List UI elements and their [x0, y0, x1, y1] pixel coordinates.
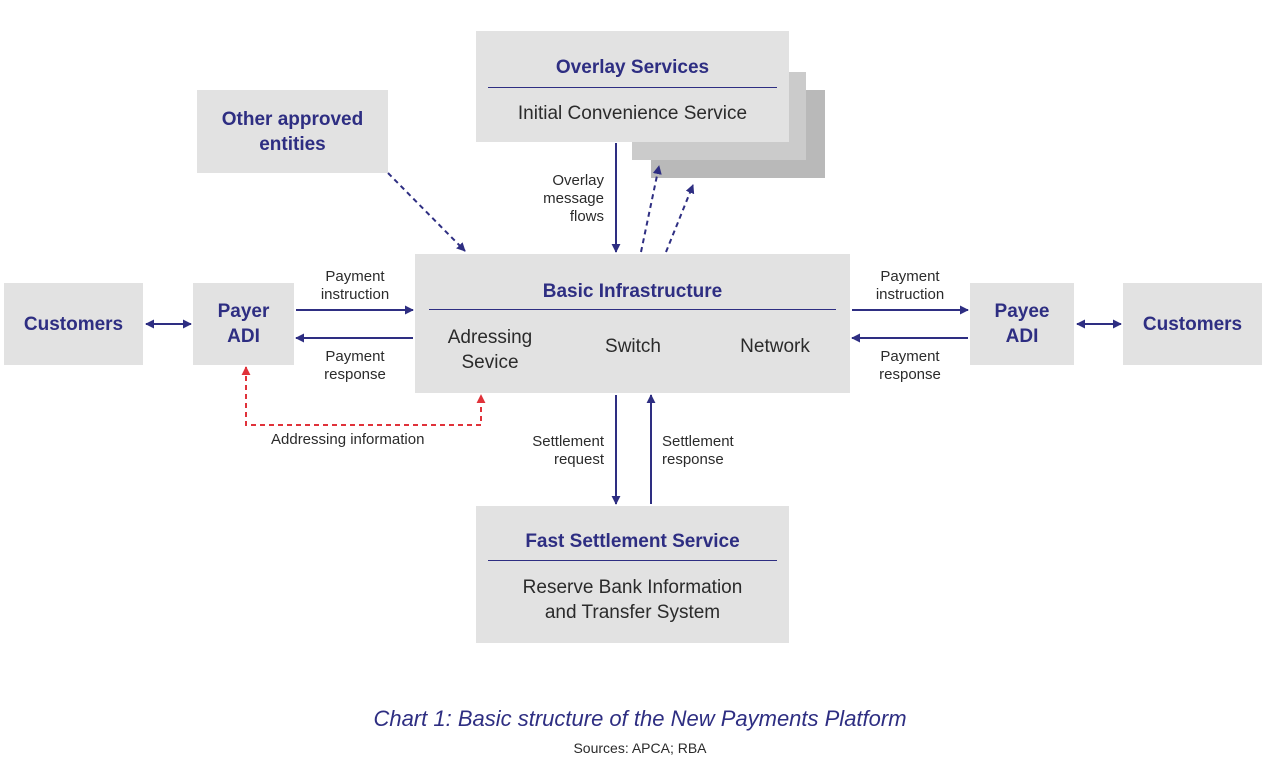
overlay-services-body: Initial Convenience Service: [517, 103, 748, 124]
overlay-message-flows-label: Overlay message flows: [543, 172, 604, 225]
other-entities-dashed-arrow: [387, 172, 466, 252]
overlay-services-title: Overlay Services: [555, 57, 710, 78]
chart-caption-source: Sources: APCA; RBA: [573, 740, 707, 756]
basic-infrastructure-box: Basic Infrastructure Adressing Sevice Sw…: [415, 254, 850, 393]
overlay-services-box: Overlay Services Initial Convenience Ser…: [476, 31, 789, 142]
fast-settlement-service-title: Fast Settlement Service: [525, 531, 740, 552]
right-customers-box: Customers: [1123, 283, 1262, 365]
addressing-information-arrow: [241, 366, 486, 426]
payment-instruction-right-label: Payment instruction: [875, 268, 945, 303]
payment-response-right-label: Payment response: [879, 348, 941, 383]
overlay-dashed-up-arrow-2: [665, 184, 695, 253]
settlement-request-label: Settlement request: [532, 433, 604, 468]
payer-adi-label: Payer ADI: [217, 301, 270, 347]
payment-instruction-left-label: Payment instruction: [320, 268, 390, 303]
overlay-services-divider: [488, 87, 777, 88]
right-customers-label: Customers: [1142, 313, 1243, 335]
settlement-response-label: Settlement response: [662, 433, 734, 468]
payee-adi-box: Payee ADI: [970, 283, 1074, 365]
basic-infrastructure-title: Basic Infrastructure: [542, 281, 723, 302]
fast-settlement-service-box: Fast Settlement Service Reserve Bank Inf…: [476, 506, 789, 643]
left-customers-label: Customers: [23, 313, 124, 335]
overlay-dashed-up-arrow-1: [640, 165, 662, 253]
basic-infrastructure-divider: [429, 309, 836, 310]
chart-caption-title: Chart 1: Basic structure of the New Paym…: [373, 706, 907, 731]
fast-settlement-service-divider: [488, 560, 777, 561]
payer-adi-box: Payer ADI: [193, 283, 294, 365]
left-customers-box: Customers: [4, 283, 143, 365]
other-approved-entities-box: Other approved entities: [197, 90, 388, 173]
network-label: Network: [740, 336, 810, 357]
payee-adi-label: Payee ADI: [994, 301, 1050, 347]
fast-settlement-service-body: Reserve Bank Information and Transfer Sy…: [522, 577, 743, 623]
other-approved-entities-label: Other approved entities: [221, 108, 364, 155]
addressing-information-label: Addressing information: [271, 431, 425, 448]
switch-label: Switch: [605, 336, 661, 357]
